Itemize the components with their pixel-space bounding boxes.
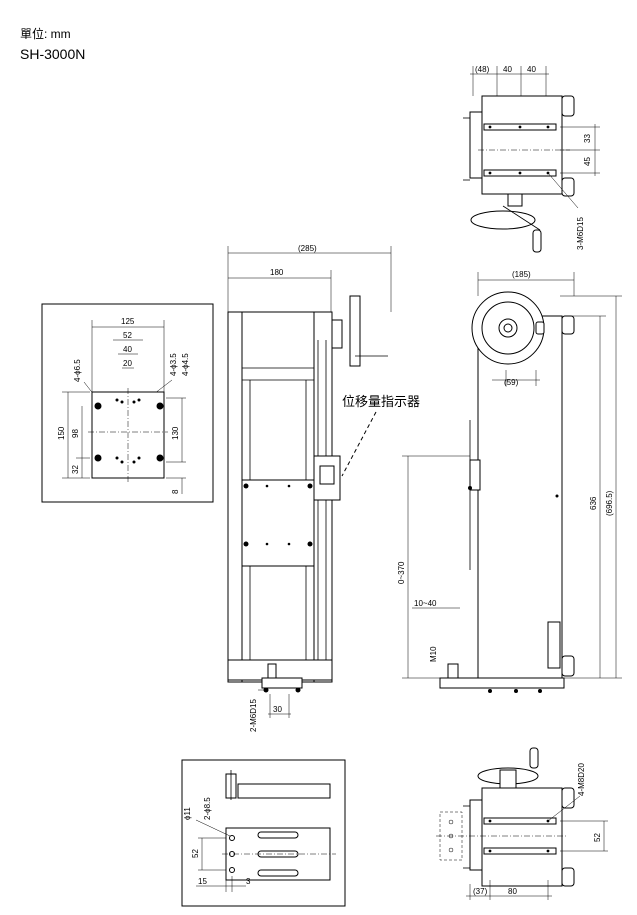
callout-label: 位移量指示器 xyxy=(342,394,420,409)
bottom-view: 4-M8D20 52 (37) 80 xyxy=(436,747,608,900)
dim-plate-20: 20 xyxy=(123,359,132,368)
dim-front-m6: 2-M6D15 xyxy=(249,699,258,732)
dim-plate-phi65: 4-ϕ6.5 xyxy=(73,359,82,382)
dim-side-59: (59) xyxy=(504,378,519,387)
dim-side-1040: 10~40 xyxy=(414,599,437,608)
dim-bottom-37: (37) xyxy=(473,887,488,896)
front-view: (285) 180 30 2-M6D15 xyxy=(227,244,392,732)
top-view: (48) 40 40 33 45 3-M6D15 xyxy=(463,65,600,253)
dim-plate-phi45: 4-ϕ4.5 xyxy=(181,353,190,376)
dim-front-30: 30 xyxy=(273,705,282,714)
dim-top-48: (48) xyxy=(475,65,490,74)
dim-clamp-3: 3 xyxy=(246,877,251,886)
dim-plate-98: 98 xyxy=(71,429,80,438)
dim-front-285: (285) xyxy=(298,244,317,253)
dim-plate-130: 130 xyxy=(171,426,180,440)
dim-clamp-52: 52 xyxy=(191,849,200,858)
dim-clamp-phi11: ϕ11 xyxy=(183,807,192,820)
dim-top-33: 33 xyxy=(583,134,592,143)
dim-bottom-80: 80 xyxy=(508,887,517,896)
dim-plate-40: 40 xyxy=(123,345,132,354)
dim-top-40a: 40 xyxy=(503,65,512,74)
unit-label: 單位: mm xyxy=(20,27,71,41)
dim-plate-125: 125 xyxy=(121,317,135,326)
dim-bottom-m8: 4-M8D20 xyxy=(577,763,586,796)
dim-side-m10: M10 xyxy=(429,646,438,662)
plate-detail: 125 52 40 20 4-ϕ6.5 4-ϕ3.5 4-ϕ4.5 150 98… xyxy=(41,303,214,503)
dim-side-636: 636 xyxy=(589,496,598,510)
dim-clamp-phi85: 2-ϕ8.5 xyxy=(203,797,212,820)
dim-top-45: 45 xyxy=(583,157,592,166)
dim-plate-52: 52 xyxy=(123,331,132,340)
dim-plate-8: 8 xyxy=(171,489,180,494)
dim-bottom-52: 52 xyxy=(593,833,602,842)
dim-clamp-15: 15 xyxy=(198,877,207,886)
clamp-detail: ϕ11 2-ϕ8.5 52 15 3 xyxy=(181,759,346,907)
dim-plate-phi35: 4-ϕ3.5 xyxy=(169,353,178,376)
dim-side-0370: 0~370 xyxy=(397,561,406,584)
dim-top-m6: 3-M6D15 xyxy=(576,217,585,250)
dim-top-40b: 40 xyxy=(527,65,536,74)
side-view: (185) (59) (696.5) 636 0~370 10~40 xyxy=(397,270,622,693)
dim-side-185: (185) xyxy=(512,270,531,279)
dim-plate-32: 32 xyxy=(71,465,80,474)
model-label: SH-3000N xyxy=(20,46,86,62)
dim-plate-150: 150 xyxy=(57,426,66,440)
dim-side-6965: (696.5) xyxy=(605,490,614,516)
dim-front-180: 180 xyxy=(270,268,284,277)
